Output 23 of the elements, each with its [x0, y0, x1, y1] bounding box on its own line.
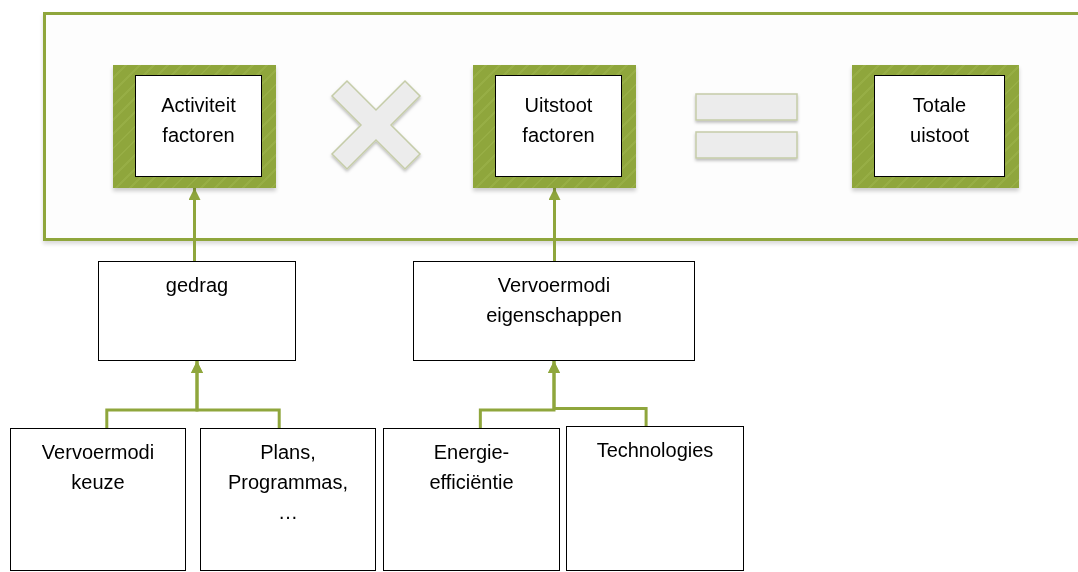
box-label: Technologies: [595, 438, 715, 463]
connector-arrow: [548, 361, 648, 426]
factor-box: [473, 65, 636, 188]
box-label: Vervoermodi eigenschappen: [485, 273, 623, 328]
equation-frame: [43, 12, 1078, 241]
process-box: [200, 428, 376, 571]
process-box: [413, 261, 695, 361]
box-label: Activiteit factoren: [135, 75, 262, 177]
box-label: Energie- efficiëntie: [428, 440, 515, 495]
connector-arrow: [548, 188, 561, 261]
box-label: Uitstoot factoren: [495, 75, 622, 177]
box-label: Vervoermodi keuze: [40, 440, 156, 495]
box-label: Totale uistoot: [874, 75, 1005, 177]
process-box: [98, 261, 296, 361]
connector-arrow: [191, 361, 281, 428]
connector-arrow: [188, 188, 201, 261]
factor-box: [113, 65, 276, 188]
box-label: Plans, Programmas, …: [227, 440, 349, 525]
factor-box: [852, 65, 1019, 188]
box-label: gedrag: [164, 273, 230, 298]
process-box: [10, 428, 186, 571]
process-box: [566, 426, 744, 571]
process-box: [383, 428, 560, 571]
